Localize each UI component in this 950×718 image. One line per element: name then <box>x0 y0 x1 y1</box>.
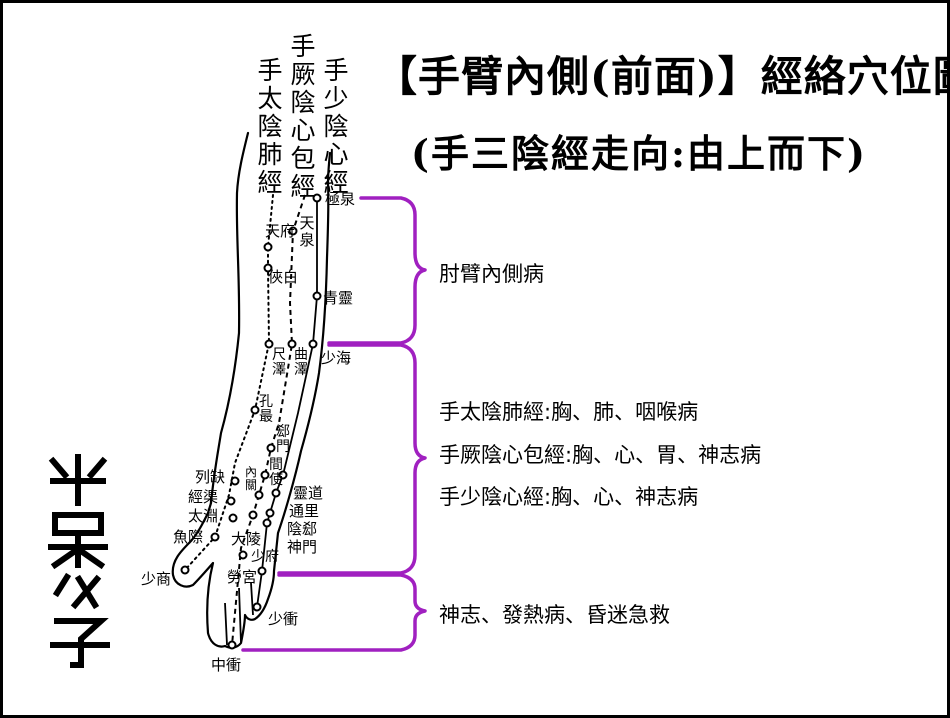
indication-brackets <box>241 196 427 652</box>
acupoint-zhongchong <box>227 640 237 650</box>
acupoint-tianfu <box>263 242 273 252</box>
acupoint-jingqu <box>226 496 236 506</box>
brand-logo-icon <box>48 454 110 668</box>
indication-lung: 手太陰肺經:胸、肺、咽喉病 <box>439 400 699 424</box>
label-kongzui: 孔最 <box>259 394 273 425</box>
label-xiabai: 俠白 <box>268 268 299 286</box>
acupoint-shenmen <box>262 518 272 528</box>
acupoint-ximen <box>266 443 276 453</box>
label-quze: 曲澤 <box>294 347 308 378</box>
acupoint-shaohai <box>308 339 318 349</box>
acupoint-tianquan <box>288 226 298 236</box>
meridian-label-lung: 手太陰肺經 <box>257 56 283 197</box>
pericardium-meridian-line <box>231 194 306 646</box>
label-laogong: 勞宮 <box>227 568 258 586</box>
acupoint-qingling <box>312 291 322 301</box>
acupoint-shaoshang <box>180 565 190 575</box>
acupoint-lingdao <box>278 470 288 480</box>
label-shaochong: 少衝 <box>268 610 299 628</box>
acupoint-chize <box>264 339 274 349</box>
acupoint-neiguan <box>254 490 264 500</box>
meridian-label-pericardium: 手厥陰心包經 <box>290 32 316 201</box>
bracket-lower <box>241 573 427 652</box>
indication-lower: 神志、發熱病、昏迷急救 <box>439 603 670 627</box>
heart-meridian-line <box>256 198 318 608</box>
acupoint-lieque <box>230 476 240 486</box>
acupoint-jiquan <box>312 193 322 203</box>
label-daling: 大陵 <box>231 530 262 548</box>
acupoint-taiyuan <box>228 513 238 523</box>
acupoint-xiabai <box>263 263 273 273</box>
label-shaoshang: 少商 <box>141 570 172 588</box>
acupoint-daling <box>248 510 258 520</box>
acupoint-kongzui <box>250 405 260 415</box>
label-jianshi: 間使 <box>269 457 283 488</box>
arm-outline <box>171 131 332 649</box>
acupoint-quze <box>287 339 297 349</box>
arm-drawing <box>171 131 427 652</box>
label-zhongchong: 中衝 <box>211 656 242 674</box>
label-jingqu: 經渠 <box>188 488 219 506</box>
label-lingdao: 靈道 <box>293 484 324 502</box>
label-qingling: 青靈 <box>323 289 354 307</box>
acupoint-laogong <box>238 550 248 560</box>
bracket-middle <box>277 343 427 575</box>
label-yuji: 魚際 <box>173 528 204 546</box>
label-shaohai: 少海 <box>321 349 352 367</box>
label-tongli: 通里 <box>289 502 320 520</box>
label-shenmen: 神門 <box>287 538 318 556</box>
label-jiquan: 極泉 <box>325 190 356 208</box>
meridian-label-heart: 手少陰心經 <box>323 56 349 197</box>
acupoint-jianshi <box>260 470 270 480</box>
indication-pericardium: 手厥陰心包經:胸、心、胃、神志病 <box>439 443 762 467</box>
acupoint-yuji <box>210 532 220 542</box>
label-taiyuan: 太淵 <box>188 507 219 525</box>
label-yinxi: 陰郄 <box>287 520 318 538</box>
acupoint-shaochong <box>252 602 262 612</box>
page-subtitle: (手三陰經走向:由上而下) <box>411 131 867 176</box>
label-shaofu: 少府 <box>251 549 279 565</box>
indication-upper: 肘臂內側病 <box>439 262 544 286</box>
acupoint-yinxi <box>265 508 275 518</box>
page-title: 【手臂內側(前面)】經絡穴位圖 <box>375 52 950 101</box>
label-lieque: 列缺 <box>195 468 226 486</box>
label-tianfu: 天府 <box>265 222 296 240</box>
finger-lines <box>224 582 254 646</box>
acupoint-tongli <box>271 488 281 498</box>
label-chize: 尺澤 <box>272 347 286 378</box>
label-ximen: 郄門 <box>276 424 290 455</box>
acupoint-shaofu <box>257 566 267 576</box>
label-neiguan: 內關 <box>244 465 257 492</box>
indication-heart: 手少陰心經:胸、心、神志病 <box>439 485 699 509</box>
label-tianquan: 天泉 <box>299 214 315 249</box>
bracket-upper <box>327 196 427 345</box>
acupoint-markers <box>180 193 322 650</box>
